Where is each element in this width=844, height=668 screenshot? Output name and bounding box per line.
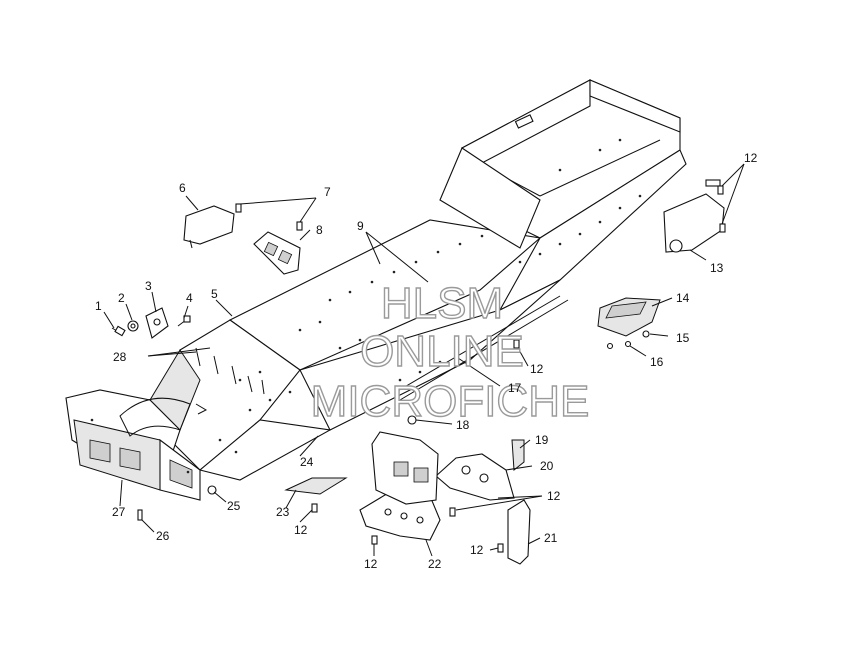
callout-24: 24: [300, 455, 314, 469]
rear-tunnel-rail: [589, 79, 681, 133]
part-6-bracket: [183, 205, 235, 245]
part-20-plate: [435, 453, 515, 501]
part-26-bolt: [137, 509, 143, 521]
part-12-screw-a: [717, 185, 724, 195]
callout-19: 19: [535, 433, 549, 447]
tunnel-side-right: [498, 149, 687, 312]
part-7-screw-b: [296, 221, 303, 231]
callout-21: 21: [544, 531, 558, 545]
callout-25: 25: [227, 499, 241, 513]
callout-14: 14: [676, 291, 690, 305]
callout-12-top-right: 12: [744, 151, 758, 165]
callout-labels: 1 2 3 4 5 6 7 8 9 12 12 12 12 12 12 13 1…: [95, 151, 758, 571]
callout-4: 4: [186, 291, 193, 305]
watermark-line-3: MICROFICHE: [311, 377, 590, 426]
callout-13: 13: [710, 261, 724, 275]
watermark-line-1: HLSM: [381, 279, 503, 328]
callout-8: 8: [316, 223, 323, 237]
part-16-rivet: [624, 340, 632, 348]
callout-23: 23: [276, 505, 290, 519]
callout-18: 18: [456, 418, 470, 432]
part-12-screw-e: [497, 543, 504, 553]
callout-15: 15: [676, 331, 690, 345]
part-4-bolt: [177, 315, 191, 327]
callout-1: 1: [95, 299, 102, 313]
callout-5: 5: [211, 287, 218, 301]
part-19-clip: [511, 439, 525, 471]
part-23-plate: [284, 477, 348, 495]
callout-2: 2: [118, 291, 125, 305]
callout-12-skid: 12: [364, 557, 378, 571]
rivet-pattern: [90, 138, 642, 474]
callout-3: 3: [145, 279, 152, 293]
callout-12-bracket: 12: [470, 543, 484, 557]
chassis-frame: [65, 79, 721, 501]
part-21-bracket: [507, 499, 531, 565]
callout-12-left: 12: [294, 523, 308, 537]
seat-riser: [439, 147, 541, 249]
callout-12-grate: 12: [530, 362, 544, 376]
loose-parts: [111, 185, 726, 565]
callout-6: 6: [179, 181, 186, 195]
part-7-screw: [235, 203, 242, 213]
callout-9: 9: [357, 219, 364, 233]
callout-22: 22: [428, 557, 442, 571]
bulkhead-lower: [198, 419, 332, 481]
part-1-bolt: [111, 325, 126, 337]
part-12-screw-c: [513, 339, 520, 349]
callout-26: 26: [156, 529, 170, 543]
watermark-line-2: ONLINE: [360, 327, 524, 376]
callout-17: 17: [508, 381, 522, 395]
leader-lines: [103, 163, 745, 557]
part-15-nut: [642, 330, 650, 338]
watermark: HLSM ONLINE MICROFICHE: [310, 278, 590, 426]
part-12-screw-b: [719, 223, 726, 233]
part-12-screw-d: [449, 507, 456, 517]
callout-7: 7: [324, 185, 331, 199]
callout-27: 27: [112, 505, 126, 519]
part-28-studs: [195, 347, 265, 395]
callout-16: 16: [650, 355, 664, 369]
tunnel-side-lower: [299, 279, 561, 431]
callout-28: 28: [113, 350, 127, 364]
callout-20: 20: [540, 459, 554, 473]
callout-12-plate: 12: [547, 489, 561, 503]
part-12-screw-f: [371, 535, 378, 545]
part-8-plate: [253, 231, 301, 275]
